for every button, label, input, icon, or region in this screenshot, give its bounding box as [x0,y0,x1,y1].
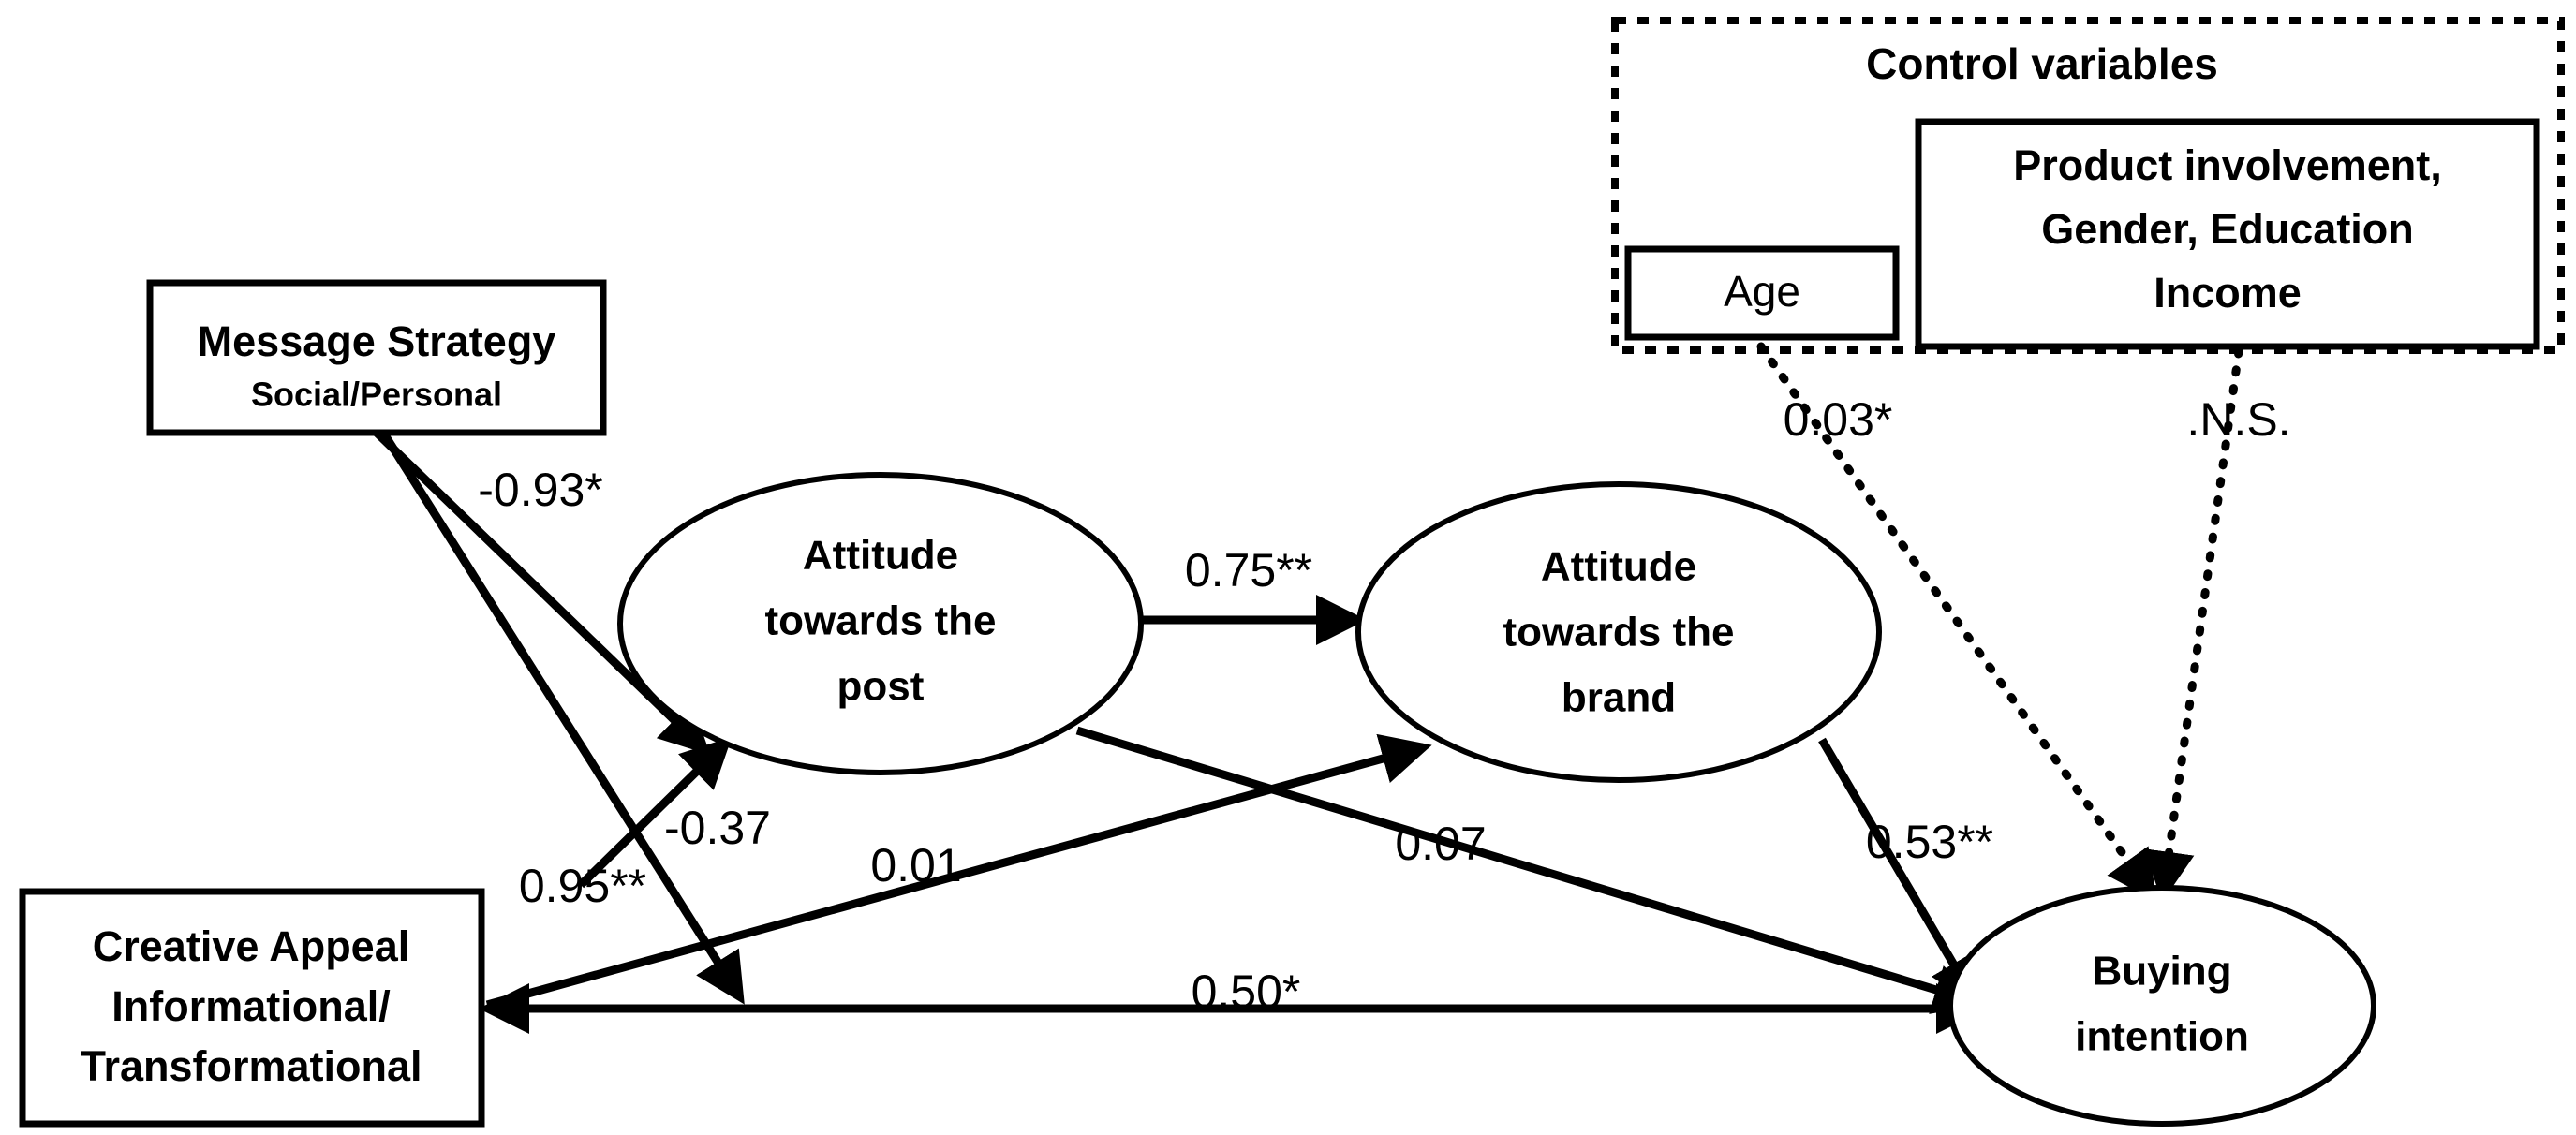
attitude-post-ellipse[interactable] [617,472,1144,775]
path-label-attitude-brand-to-buying: 0.53** [1866,816,1993,868]
dotted-arrow-line [1756,342,2157,902]
creative-appeal-label-line2: Informational/ [111,982,391,1030]
other-controls-box[interactable] [1915,118,2540,350]
path-label-ca-to-buying: 0.50* [1192,965,1301,1018]
attitude-brand-label-line3: brand [1562,675,1676,721]
creative-appeal-label-line1: Creative Appeal [93,922,409,970]
buying-intention-ellipse[interactable] [1947,885,2376,1127]
other-controls-label-line1: Product involvement, [2013,141,2442,189]
path-other-controls-to-buying [2143,346,2243,903]
control-variables-title: Control variables [1866,39,2218,88]
path-label-ms-to-attitude-post: -0.93* [478,464,602,516]
attitude-post-label-line2: towards the [765,598,997,644]
attitude-brand-label-line2: towards the [1503,610,1735,656]
creative-appeal-box[interactable] [19,888,485,1128]
path-ca-to-attitude-post [577,736,733,889]
node-age[interactable]: Age [1624,245,1900,341]
attitude-brand-ellipse[interactable] [1355,481,1882,783]
path-label-attitude-post-to-brand: 0.75** [1185,544,1312,597]
path-label-ca-to-attitude-post: 0.95** [519,860,646,912]
arrow-line [1075,726,1985,1014]
path-ms-to-row [378,428,745,1005]
node-creative-appeal[interactable]: Creative Appeal Informational/ Transform… [19,888,485,1128]
path-attitude-post-to-buying [1075,726,1985,1014]
creative-appeal-label-line3: Transformational [80,1042,422,1090]
path-attitude-brand-to-buying [1818,737,1979,1008]
node-message-strategy[interactable]: Message Strategy Social/Personal [146,279,607,436]
other-controls-label-line2: Gender, Education [2041,205,2414,253]
attitude-brand-label-line1: Attitude [1541,544,1696,590]
attitude-post-label-line3: post [837,664,925,710]
path-label-other-controls-to-buying: .N.S. [2186,393,2290,446]
age-box[interactable] [1624,245,1900,341]
age-label: Age [1724,267,1800,316]
path-label-ms-to-row: -0.37 [664,802,771,854]
node-buying-intention[interactable]: Buying intention [1947,885,2376,1127]
node-attitude-post[interactable]: Attitude towards the post [617,472,1144,775]
other-controls-label-line3: Income [2154,269,2302,317]
buying-intention-label-line1: Buying [2092,949,2231,995]
node-attitude-brand[interactable]: Attitude towards the brand [1355,481,1882,783]
buying-intention-label-line2: intention [2075,1014,2249,1060]
arrow-line [378,428,745,1005]
path-label-ca-to-attitude-brand: 0.01 [870,839,961,892]
path-age-to-buying [1756,342,2157,902]
path-label-attitude-post-to-buying: 0.07 [1395,818,1486,870]
node-other-controls[interactable]: Product involvement, Gender, Education I… [1915,118,2540,350]
message-strategy-box[interactable] [146,279,607,436]
message-strategy-label-line1: Message Strategy [198,317,556,365]
control-variables-dotted-border [1611,17,2565,354]
attitude-post-label-line1: Attitude [803,533,958,579]
control-variables-group: Control variables Age Product involvemen… [1611,17,2565,354]
arrow-line [577,736,733,889]
dotted-arrow-line [2143,346,2243,903]
message-strategy-label-line2: Social/Personal [251,376,502,414]
path-label-age-to-buying: 0.03* [1784,393,1893,446]
arrow-line [1818,737,1979,1008]
